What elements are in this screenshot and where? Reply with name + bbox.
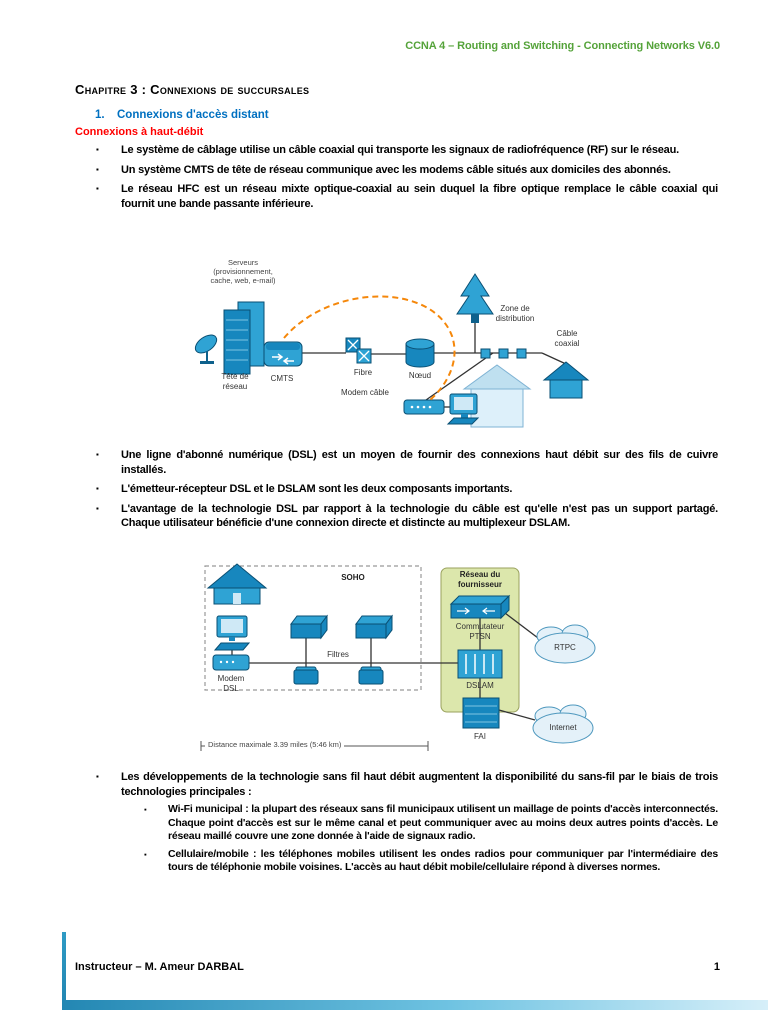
bullet-marker: ▪ xyxy=(96,772,99,781)
sub-bullet-list: ▪ Wi-Fi municipal : la plupart des résea… xyxy=(144,803,718,875)
bullet-text: Wi-Fi municipal : la plupart des réseaux… xyxy=(168,803,718,844)
internet-cloud xyxy=(532,704,594,744)
bullet-text: Une ligne d'abonné numérique (DSL) est u… xyxy=(121,449,718,476)
dslam-icon xyxy=(457,649,503,679)
bullet-marker: ▪ xyxy=(96,484,99,493)
pstn-switch-icon xyxy=(449,594,511,620)
diagram-label-noeud: Nœud xyxy=(408,371,432,380)
servers-icon xyxy=(223,301,265,375)
desktop-computer-icon xyxy=(213,615,251,651)
footer-page-number: 1 xyxy=(713,961,720,973)
hfc-path-dashed xyxy=(283,295,456,401)
bullet-marker: ▪ xyxy=(96,450,99,459)
fibre-icon xyxy=(345,337,372,364)
bullet-text: Le système de câblage utilise un câble c… xyxy=(121,144,679,156)
bullet-rest: les téléphones mobiles utilisent les ond… xyxy=(168,847,718,874)
left-accent-bar xyxy=(62,932,66,1000)
bullet-marker: ▪ xyxy=(144,849,147,859)
section-number: 1. xyxy=(95,109,105,121)
bottom-accent-bar xyxy=(62,1000,768,1010)
filter-icon xyxy=(290,614,328,640)
diagram-label-internet: Internet xyxy=(549,723,577,732)
diagram-label-modem-dsl: Modem DSL xyxy=(217,674,245,693)
dsl-modem-icon xyxy=(212,654,250,671)
bullet-lead: Wi-Fi municipal : xyxy=(168,803,249,815)
footer-instructor: Instructeur – M. Ameur DARBAL xyxy=(75,961,244,973)
cmts-router-icon xyxy=(263,341,303,367)
diagram-label-commutateur-ptsn: Commutateur PTSN xyxy=(455,622,505,641)
dsl-network-diagram: SOHO Modem DSL Filtres Réseau du fournis… xyxy=(183,558,613,758)
diagram-label-zone-distribution: Zone de distribution xyxy=(495,304,535,323)
dsl-network-figure xyxy=(200,563,596,751)
soho-boundary-box xyxy=(204,565,422,691)
rtpc-cloud xyxy=(534,624,596,664)
document-header: CCNA 4 – Routing and Switching - Connect… xyxy=(405,40,720,52)
diagram-label-filtres: Filtres xyxy=(327,650,349,659)
list-item: ▪ Wi-Fi municipal : la plupart des résea… xyxy=(144,803,718,844)
filter-icon xyxy=(355,614,393,640)
network-links xyxy=(231,609,539,721)
diagram-label-rtpc: RTPC xyxy=(554,643,576,652)
list-item: ▪ Les développements de la technologie s… xyxy=(96,770,718,799)
bullet-list-wireless: ▪ Les développements de la technologie s… xyxy=(96,770,718,879)
diagram-label-reseau-fournisseur: Réseau du fournisseur xyxy=(457,570,502,589)
diagram-label-tete-reseau: Tête de réseau xyxy=(221,372,249,391)
bullet-text: Les développements de la technologie san… xyxy=(121,771,718,798)
subscriber-house-icon xyxy=(462,364,532,428)
list-item: ▪ Le réseau HFC est un réseau mixte opti… xyxy=(96,182,718,211)
diagram-label-serveurs: Serveurs (provisionnement, cache, web, e… xyxy=(210,258,276,285)
phone-icon xyxy=(358,666,384,685)
coax-house-icon xyxy=(542,361,590,399)
list-item: ▪ Cellulaire/mobile : les téléphones mob… xyxy=(144,848,718,875)
diagram-label-cmts: CMTS xyxy=(270,374,294,383)
diagram-label-modem-cable: Modem câble xyxy=(340,388,390,397)
list-item: ▪ Un système CMTS de tête de réseau comm… xyxy=(96,163,718,178)
chapter-title: Chapitre 3 : Connexions de succursales xyxy=(75,82,310,97)
cable-network-diagram: Serveurs (provisionnement, cache, web, e… xyxy=(180,258,665,443)
phone-icon xyxy=(293,666,319,685)
bullet-text: Le réseau HFC est un réseau mixte optiqu… xyxy=(121,183,718,210)
bullet-rest: la plupart des réseaux sans fil municipa… xyxy=(168,803,718,842)
bullet-text: Cellulaire/mobile : les téléphones mobil… xyxy=(168,848,718,875)
subsection-heading: Connexions à haut-débit xyxy=(75,126,204,138)
diagram-label-fibre: Fibre xyxy=(353,368,373,377)
fai-server-icon xyxy=(462,697,500,729)
bullet-list-dsl: ▪ Une ligne d'abonné numérique (DSL) est… xyxy=(96,448,718,536)
bullet-marker: ▪ xyxy=(96,503,99,513)
desktop-computer-icon xyxy=(446,393,480,425)
section-heading: 1. Connexions d'accès distant xyxy=(95,109,269,121)
bullet-list-cable: ▪ Le système de câblage utilise un câble… xyxy=(96,143,718,216)
list-item: ▪ L'émetteur-récepteur DSL et le DSLAM s… xyxy=(96,482,718,497)
bullet-text: L'émetteur-récepteur DSL et le DSLAM son… xyxy=(121,483,513,495)
cable-modem-icon xyxy=(403,399,445,415)
cable-network-figure xyxy=(194,273,590,428)
distribution-tree-icon xyxy=(456,273,494,323)
bullet-text: Un système CMTS de tête de réseau commun… xyxy=(121,163,671,176)
diagram-label-fai: FAI xyxy=(473,732,486,741)
bullet-marker: ▪ xyxy=(96,145,99,154)
soho-house-icon xyxy=(206,563,268,605)
bullet-marker: ▪ xyxy=(96,164,99,174)
list-item: ▪ L'avantage de la technologie DSL par r… xyxy=(96,502,718,531)
diagram-label-distance: Distance maximale 3.39 miles (5:46 km) xyxy=(205,740,345,749)
bullet-marker: ▪ xyxy=(96,184,99,193)
coax-tap-icons xyxy=(480,348,527,359)
diagram-label-dslam: DSLAM xyxy=(466,681,494,690)
noeud-icon xyxy=(405,338,435,368)
diagram-label-cable-coaxial: Câble coaxial xyxy=(554,329,580,348)
section-heading-text: Connexions d'accès distant xyxy=(117,109,269,121)
bullet-text: L'avantage de la technologie DSL par rap… xyxy=(121,502,718,530)
satellite-dish-icon xyxy=(194,334,218,364)
list-item: ▪ Le système de câblage utilise un câble… xyxy=(96,143,718,158)
diagram-label-soho: SOHO xyxy=(341,573,365,582)
bullet-marker: ▪ xyxy=(144,805,147,814)
bullet-lead: Cellulaire/mobile : xyxy=(168,847,257,860)
list-item: ▪ Une ligne d'abonné numérique (DSL) est… xyxy=(96,448,718,477)
